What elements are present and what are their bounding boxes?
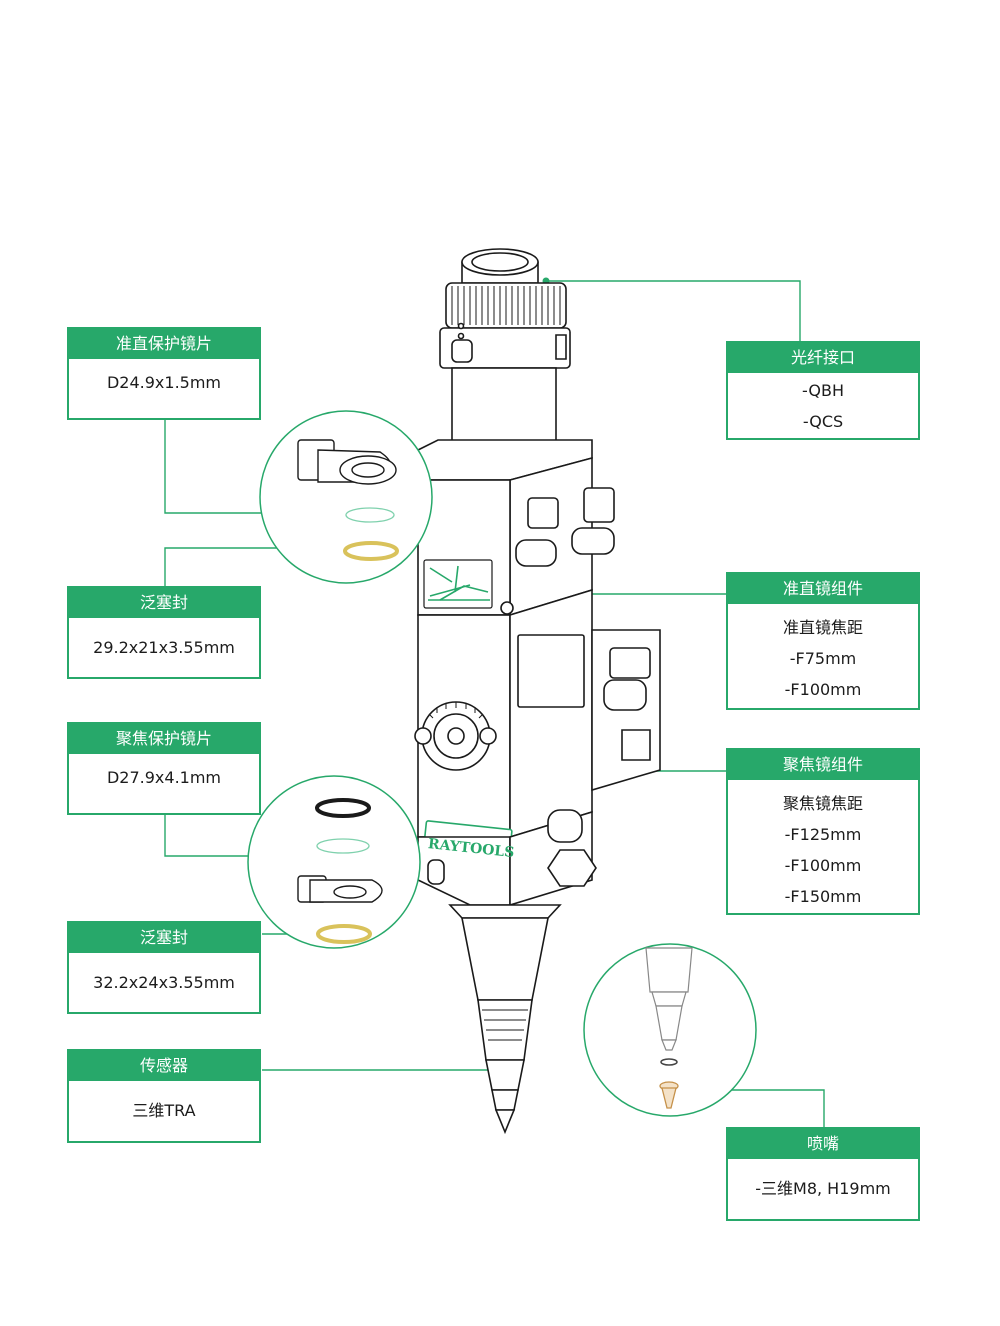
protective-lens-icon [345, 507, 395, 523]
magnifier-nozzle-parts [583, 943, 757, 1117]
spec-line: 29.2x21x3.55mm [93, 638, 235, 657]
spec-line: -F125mm [784, 825, 862, 844]
seal-ring-lower-icon [316, 924, 372, 944]
spec-line: D24.9x1.5mm [106, 373, 222, 392]
fiber-connector-part [439, 248, 571, 369]
air-fitting-right [571, 487, 615, 555]
callout-specs: 29.2x21x3.55mm [69, 618, 259, 671]
callout-title: 喷嘴 [728, 1129, 918, 1159]
spec-line: -三维M8, H19mm [755, 1179, 891, 1198]
nozzle-tip-icon [659, 1081, 679, 1109]
knurled-ring [451, 286, 561, 325]
callout-title: 聚焦保护镜片 [69, 724, 259, 754]
callout-collimating-lens-assembly: 准直镜组件 准直镜焦距 -F75mm -F100mm [726, 572, 920, 710]
focus-dial [414, 701, 497, 771]
callout-specs: 聚焦镜焦距 -F125mm -F100mm -F150mm [728, 780, 918, 920]
spec-line: -QCS [802, 412, 844, 431]
callout-title: 聚焦镜组件 [728, 750, 918, 780]
spec-line: 32.2x24x3.55mm [93, 973, 235, 992]
spec-line: 聚焦镜焦距 [782, 794, 863, 813]
callout-nozzle: 喷嘴 -三维M8, H19mm [726, 1127, 920, 1221]
callout-specs: 三维TRA [69, 1081, 259, 1134]
callout-title: 光纤接口 [728, 343, 918, 373]
callout-seal-lower: 泛塞封 32.2x24x3.55mm [67, 921, 261, 1014]
callout-specs: D24.9x1.5mm [69, 359, 259, 406]
callout-specs: 32.2x24x3.55mm [69, 953, 259, 1006]
spec-line: -F75mm [789, 649, 857, 668]
callout-focusing-protective-lens: 聚焦保护镜片 D27.9x4.1mm [67, 722, 261, 815]
callout-specs: D27.9x4.1mm [69, 754, 259, 801]
spec-line: -QBH [802, 381, 844, 400]
callout-focusing-lens-assembly: 聚焦镜组件 聚焦镜焦距 -F125mm -F100mm -F150mm [726, 748, 920, 915]
callout-sensor: 传感器 三维TRA [67, 1049, 261, 1143]
laser-beam-icon [428, 565, 490, 601]
callout-fiber-connector: 光纤接口 -QBH -QCS [726, 341, 920, 440]
callout-specs: 准直镜焦距 -F75mm -F100mm [728, 604, 918, 713]
callout-title: 泛塞封 [69, 923, 259, 953]
callout-title: 准直镜组件 [728, 574, 918, 604]
leader-fiber-connector [546, 280, 801, 342]
spec-line: 准直镜焦距 [782, 618, 863, 637]
seal-ring-icon [343, 541, 399, 561]
nozzle-oring-icon [660, 1058, 678, 1066]
lower-block [417, 809, 597, 907]
lens-holder-icon [297, 439, 397, 485]
nozzle-cone-part [448, 904, 562, 1135]
focusing-lens-icon [316, 838, 370, 854]
spec-line: -F100mm [784, 680, 862, 699]
callout-title: 传感器 [69, 1051, 259, 1081]
nozzle-body-icon [645, 947, 693, 1051]
magnifier-focusing-parts [247, 775, 421, 949]
lens-ring-icon [315, 798, 371, 818]
spec-line: 三维TRA [132, 1101, 196, 1120]
laser-head [414, 248, 661, 1135]
spec-line: D27.9x4.1mm [106, 768, 222, 787]
air-fitting-left [515, 497, 559, 567]
callout-specs: -QBH -QCS [728, 373, 918, 439]
spec-line: -F100mm [784, 856, 862, 875]
callout-collimating-protective-lens: 准直保护镜片 D24.9x1.5mm [67, 327, 261, 420]
callout-seal-upper: 泛塞封 29.2x21x3.55mm [67, 586, 261, 679]
callout-specs: -三维M8, H19mm [728, 1159, 918, 1212]
spec-line: -F150mm [784, 887, 862, 906]
magnifier-collimating-parts [259, 410, 433, 584]
callout-title: 准直保护镜片 [69, 329, 259, 359]
callout-title: 泛塞封 [69, 588, 259, 618]
collimation-block [417, 439, 615, 617]
lens-clamp-icon [297, 875, 383, 903]
middle-block [414, 588, 661, 875]
